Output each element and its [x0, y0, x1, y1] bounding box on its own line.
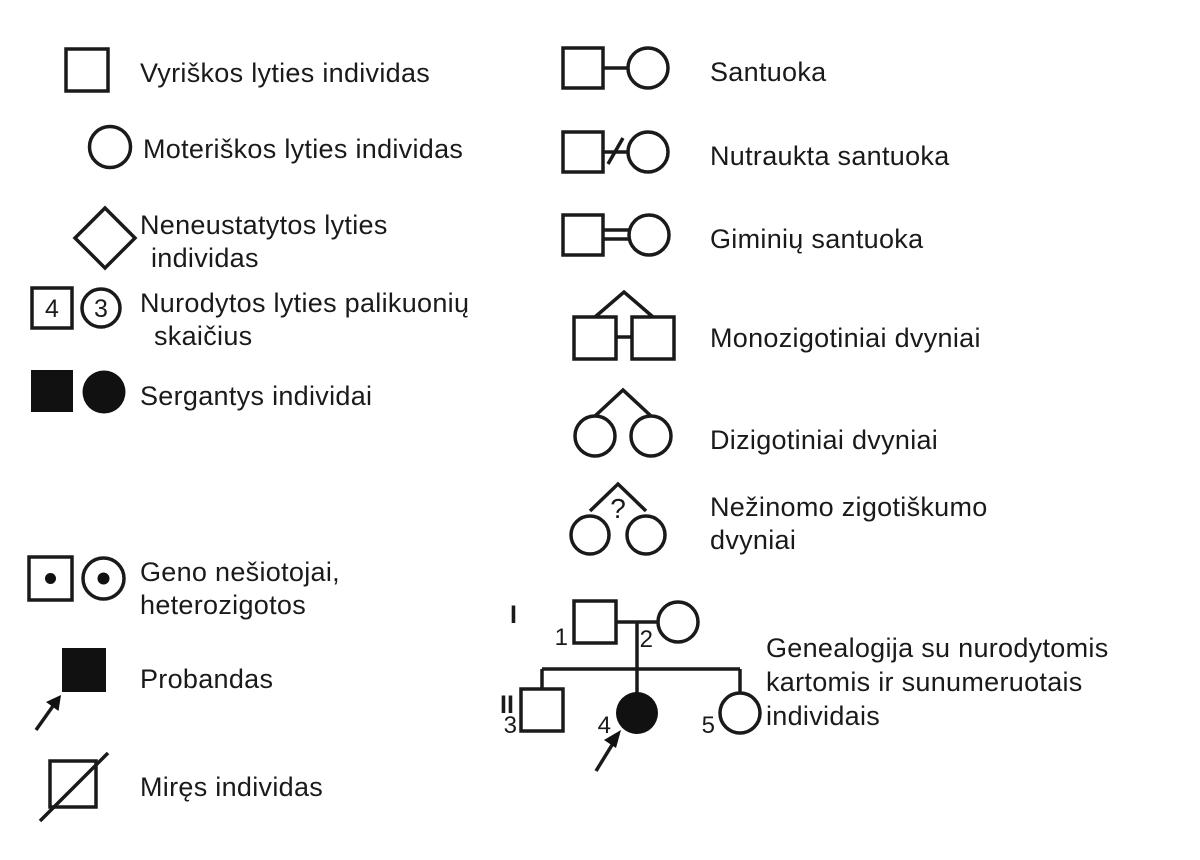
unknown-sex-diamond-icon [72, 205, 138, 271]
female-label: Moteriškos lyties individas [143, 134, 464, 164]
individual-5-number: 5 [702, 712, 715, 739]
offspring-male-count: 4 [45, 295, 59, 323]
unknown-zygosity-mark: ? [610, 493, 626, 524]
female-circle-icon [87, 124, 133, 170]
individual-2-number: 2 [640, 626, 653, 653]
pedigree-proband-arrow-head [604, 730, 621, 748]
pedigree-individual-3-square [519, 687, 565, 733]
divorce-label: Nutraukta santuoka [710, 141, 950, 171]
unknown-sex-label-line2: individas [151, 243, 259, 273]
proband-label: Probandas [140, 664, 274, 694]
monozygotic-twins-icon [572, 289, 676, 361]
unknown-zygosity-label-line2: dvyniai [710, 525, 797, 555]
consanguineous-label: Giminių santuoka [710, 224, 924, 254]
carrier-label-line1: Geno nešiotojai, [140, 557, 340, 587]
marriage-label: Santuoka [710, 57, 827, 87]
offspring-count-female-icon: 3 [80, 287, 122, 329]
divorce-icon [561, 130, 670, 174]
carrier-label-line2: heterozigotos [140, 590, 307, 620]
individual-3-number: 3 [504, 712, 517, 739]
affected-label: Sergantys individai [140, 381, 373, 411]
carrier-circle-icon [81, 556, 126, 601]
carrier-square-icon [27, 555, 74, 602]
male-label: Vyriškos lyties individas [140, 58, 431, 88]
pedigree-individual-5-circle [718, 691, 762, 735]
affected-circle-icon [82, 370, 126, 414]
individual-1-number: 1 [555, 624, 568, 651]
consanguineous-marriage-icon [561, 213, 671, 257]
deceased-icon [38, 751, 110, 823]
dizygotic-label: Dizigotiniai dvyniai [710, 425, 939, 455]
pedigree-caption-line2: kartomis ir sunumeruotais [766, 667, 1083, 697]
offspring-female-count: 3 [94, 295, 108, 323]
generation-I-label: I [510, 601, 517, 629]
affected-square-icon [31, 370, 73, 412]
generation-II-label: II [500, 691, 514, 719]
unknown-zygosity-label-line1: Nežinomo zigotiškumo [710, 492, 988, 522]
offspring-count-male-icon: 4 [30, 286, 74, 330]
male-square-icon [64, 47, 110, 93]
dizygotic-twins-icon [573, 387, 673, 458]
marriage-icon [561, 46, 670, 90]
proband-icon [34, 648, 106, 732]
individual-4-number: 4 [598, 712, 611, 739]
pedigree-caption-line1: Genealogija su nurodytomis [766, 633, 1109, 663]
pedigree-individual-1-square [572, 599, 618, 645]
pedigree-individual-4-affected-circle [616, 692, 658, 734]
unknown-zygosity-twins-icon: ? [569, 481, 667, 556]
offspring-count-label-line2: skaičius [154, 321, 253, 351]
deceased-label: Miręs individas [140, 772, 324, 802]
monozygotic-label: Monozigotiniai dvyniai [710, 323, 981, 353]
unknown-sex-label-line1: Neneustatytos lyties [140, 210, 388, 240]
offspring-count-label-line1: Nurodytos lyties palikuonių [140, 288, 470, 318]
example-pedigree-diagram: I II 1 2 3 4 5 [500, 599, 762, 772]
pedigree-proband-arrow-shaft [594, 744, 614, 772]
pedigree-caption-line3: individais [766, 701, 881, 731]
pedigree-individual-2-circle [656, 600, 700, 644]
